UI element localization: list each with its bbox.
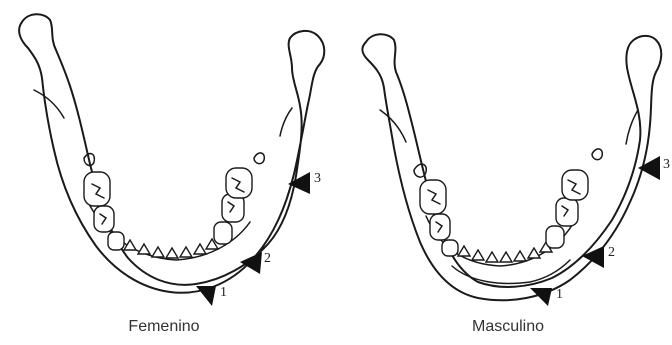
female-marker-1: 1 bbox=[196, 285, 227, 306]
arrow-icon bbox=[240, 252, 262, 274]
marker-label: 3 bbox=[314, 171, 321, 186]
male-mandible-outline bbox=[362, 34, 661, 300]
female-mandible bbox=[19, 14, 324, 293]
caption-female: Femenino bbox=[84, 318, 244, 336]
caption-male: Masculino bbox=[428, 318, 588, 336]
marker-label: 2 bbox=[608, 245, 615, 260]
male-mandible bbox=[362, 34, 661, 300]
female-marker-2: 2 bbox=[240, 251, 271, 274]
marker-label: 1 bbox=[556, 287, 563, 302]
marker-label: 3 bbox=[663, 157, 670, 172]
arrow-icon bbox=[196, 286, 216, 306]
marker-label: 2 bbox=[264, 251, 271, 266]
marker-label: 1 bbox=[220, 285, 227, 300]
